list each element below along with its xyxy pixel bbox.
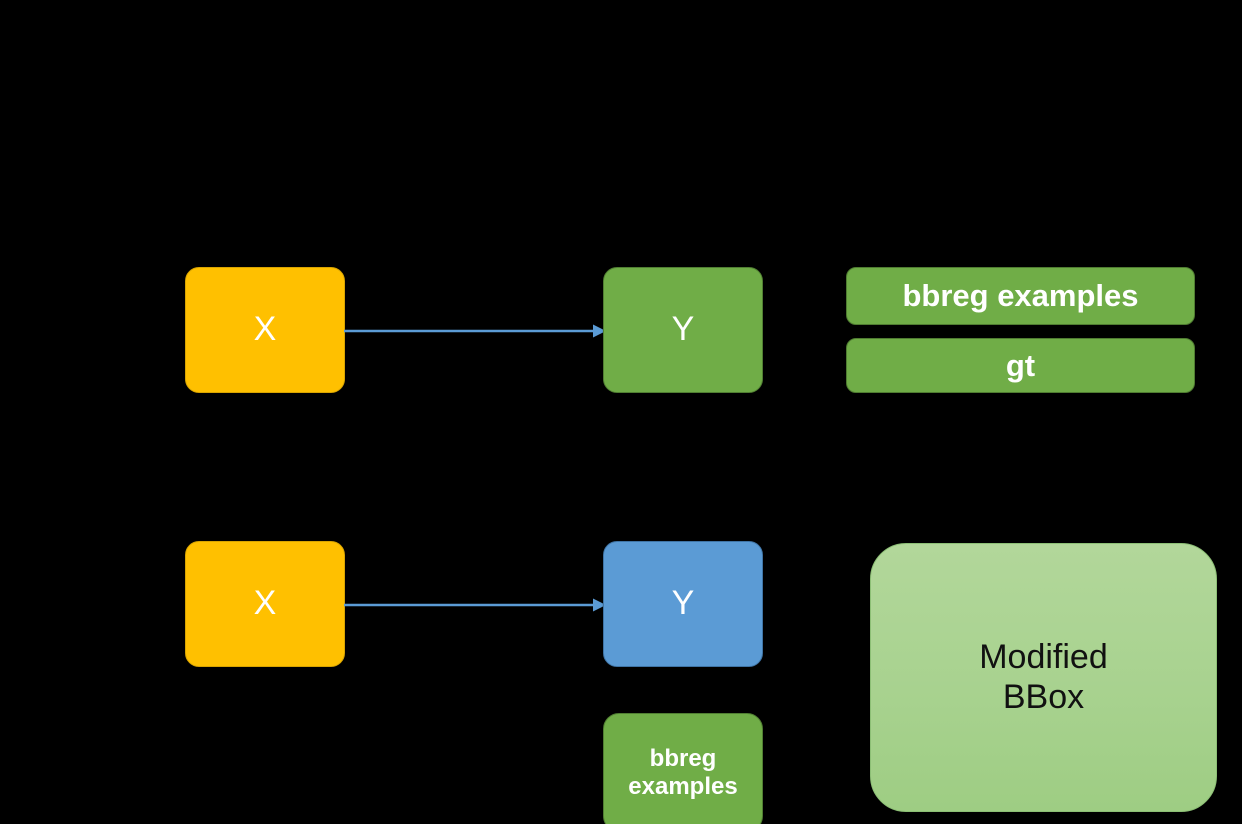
- node-bottom-x-label: X: [253, 584, 277, 623]
- node-top-y-label: Y: [671, 310, 695, 349]
- node-top-x-label: X: [253, 310, 277, 349]
- node-top-x[interactable]: X: [185, 267, 345, 393]
- node-top-bbreg-examples[interactable]: bbreg examples: [846, 267, 1195, 325]
- node-bottom-x[interactable]: X: [185, 541, 345, 667]
- node-top-gt[interactable]: gt: [846, 338, 1195, 393]
- node-top-gt-label: gt: [1005, 347, 1036, 383]
- node-bottom-bbreg-examples[interactable]: bbreg examples: [603, 713, 763, 824]
- node-bottom-bbreg-examples-label: bbreg examples: [628, 744, 738, 800]
- node-bottom-y-label: Y: [671, 584, 695, 623]
- node-top-bbreg-examples-label: bbreg examples: [902, 278, 1139, 314]
- node-modified-bbox-label: Modified BBox: [979, 638, 1108, 716]
- connector-top-x-to-y: [344, 320, 606, 342]
- node-bottom-y[interactable]: Y: [603, 541, 763, 667]
- arrow-bottom-icon: [344, 598, 606, 612]
- node-top-y[interactable]: Y: [603, 267, 763, 393]
- connector-bottom-x-to-y: [344, 594, 606, 616]
- node-modified-bbox[interactable]: Modified BBox: [870, 543, 1217, 812]
- arrow-top-icon: [344, 324, 606, 338]
